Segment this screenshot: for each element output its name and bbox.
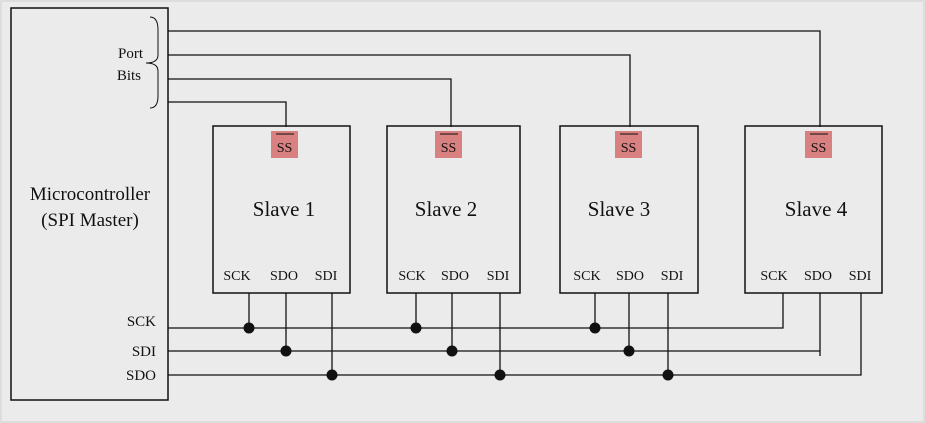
slave-4-name: Slave 4	[785, 197, 848, 221]
master-sdi-label: SDI	[132, 344, 156, 360]
slave-3-sck-label: SCK	[573, 269, 600, 284]
slave-2-box	[386, 125, 521, 294]
bus-wires	[168, 293, 862, 376]
slave-3-ss-pin: SS	[615, 131, 642, 158]
slave-1-sdi-label: SDI	[315, 269, 338, 284]
slave-3-ss-bg	[615, 131, 642, 158]
sdo-bus	[168, 293, 862, 376]
slave-1-ss-label: SS	[277, 141, 293, 156]
slave-2-ss-bg	[435, 131, 462, 158]
junction-dot	[662, 369, 674, 381]
junction-dot	[410, 322, 422, 334]
sck-bus	[168, 293, 784, 329]
junction-dot	[326, 369, 338, 381]
slave-1-box	[212, 125, 351, 294]
slave-4-sck-label: SCK	[760, 269, 787, 284]
master-label-line2: (SPI Master)	[41, 210, 139, 231]
slave-4-ss-bg	[805, 131, 832, 158]
slave-3-name: Slave 3	[588, 197, 650, 221]
master-sdo-label: SDO	[126, 368, 156, 384]
master-label-line1: Microcontroller	[30, 184, 151, 205]
slave-2-ss-label: SS	[441, 141, 457, 156]
junction-dot	[446, 345, 458, 357]
junctions	[243, 322, 674, 381]
junction-dot	[243, 322, 255, 334]
slave-2-sdi-label: SDI	[487, 269, 510, 284]
slave-1-ss-pin: SS	[271, 131, 298, 158]
junction-dot	[589, 322, 601, 334]
slave-1-sdo-label: SDO	[270, 269, 298, 284]
master-box	[10, 7, 169, 401]
slave-2-sck-label: SCK	[398, 269, 425, 284]
junction-dot	[280, 345, 292, 357]
slave-4-ss-label: SS	[811, 141, 827, 156]
slave-1-name: Slave 1	[253, 197, 315, 221]
ss-wire-2	[168, 78, 452, 127]
slave-4-sdi-label: SDI	[849, 269, 872, 284]
slave-2-sdo-label: SDO	[441, 269, 469, 284]
junction-dot	[623, 345, 635, 357]
slave-2-name: Slave 2	[415, 197, 477, 221]
slave-4-sdo-label: SDO	[804, 269, 832, 284]
ss-wire-4	[168, 30, 821, 127]
slave-2-ss-pin: SS	[435, 131, 462, 158]
ss-wire-1	[168, 101, 287, 127]
slave-1-sck-label: SCK	[223, 269, 250, 284]
slave-3-sdo-label: SDO	[616, 269, 644, 284]
slave-4-ss-pin: SS	[805, 131, 832, 158]
slave-1-ss-bg	[271, 131, 298, 158]
slave-3-sdi-label: SDI	[661, 269, 684, 284]
junction-dot	[494, 369, 506, 381]
ss-wires	[168, 30, 821, 127]
master-sck-label: SCK	[127, 314, 156, 330]
port-brace	[145, 16, 159, 109]
bits-label: Bits	[117, 68, 141, 84]
port-label: Port	[118, 46, 144, 62]
ss-wire-3	[168, 54, 631, 127]
slave-3-ss-label: SS	[621, 141, 637, 156]
slave-4-box	[744, 125, 883, 294]
